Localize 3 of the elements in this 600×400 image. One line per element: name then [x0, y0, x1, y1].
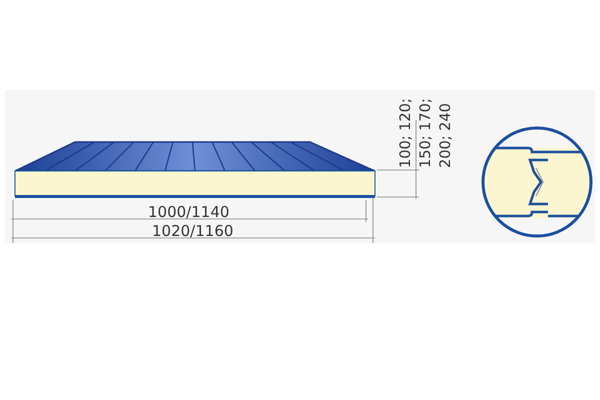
dimension-label: 1020/1160	[152, 222, 234, 240]
dimension-label: 100; 120; 150; 170; 200; 240	[397, 97, 455, 168]
dimension-label: 1000/1140	[148, 203, 230, 221]
